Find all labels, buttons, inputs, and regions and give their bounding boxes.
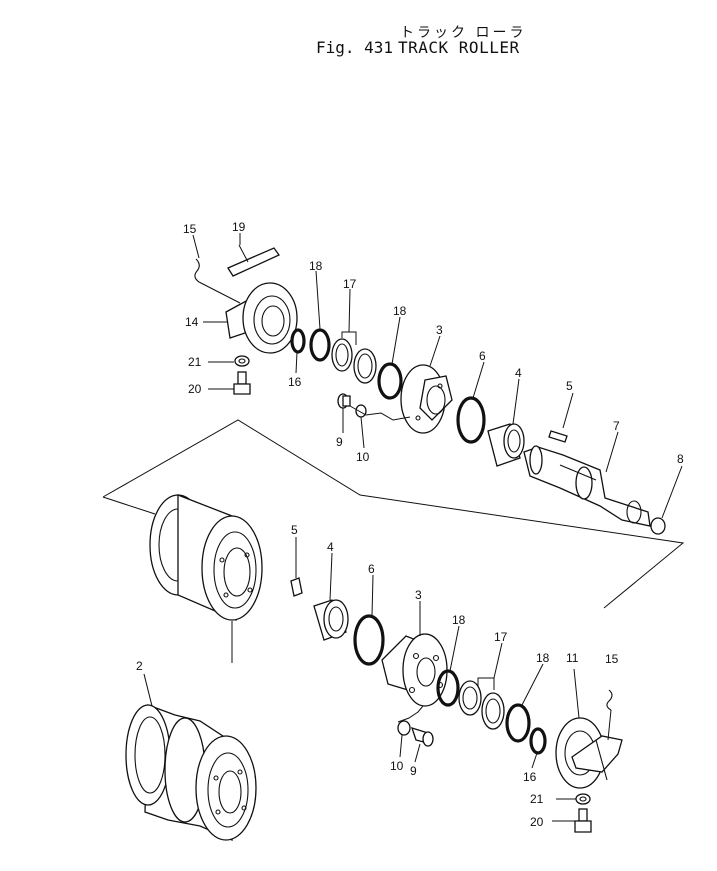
part-10-washer-lower: [397, 720, 411, 736]
leader-11: [573, 668, 580, 719]
leader-4-upper: [512, 378, 520, 425]
part-4-bushing-lower: [313, 599, 349, 641]
leader-3-upper: [429, 335, 441, 367]
callout-18-lower-b: 18: [536, 651, 550, 665]
part-14-collar-upper: [203, 282, 298, 354]
figure-title: TRACK ROLLER: [398, 38, 520, 57]
part-10-washer-upper: [355, 404, 367, 418]
callout-20-lower: 20: [530, 815, 544, 829]
part-11-collar-lower: [555, 717, 623, 789]
part-18-oring-lower-b: [505, 703, 531, 743]
part-8-plug: [650, 465, 683, 535]
part-5-pin-lower: [290, 577, 303, 597]
part-19-plate: [227, 244, 280, 277]
callout-3-upper: 3: [436, 323, 443, 337]
leader-18-a: [315, 270, 321, 330]
part-16-oring-upper: [290, 328, 306, 354]
part-7-shaft: [523, 431, 651, 527]
leader-9-10-lower: [397, 705, 424, 723]
callout-18-upper-a: 18: [309, 259, 323, 273]
callout-15-upper: 15: [183, 222, 197, 236]
part-5-pin-upper: [548, 392, 574, 443]
callout-21-lower: 21: [530, 792, 544, 806]
part-17-floating-seal-lower: [458, 677, 505, 730]
callout-6-upper: 6: [479, 349, 486, 363]
callout-4-lower: 4: [327, 540, 334, 554]
part-2-roller-assembly: [125, 673, 257, 841]
frame-edge-lower: [102, 496, 156, 515]
leader-10-lower: [399, 734, 403, 758]
callout-14: 14: [185, 315, 199, 329]
callout-5-lower: 5: [291, 523, 298, 537]
callout-8: 8: [677, 452, 684, 466]
callout-5-upper: 5: [566, 379, 573, 393]
callout-21-upper: 21: [188, 355, 202, 369]
callout-17-upper: 17: [343, 277, 357, 291]
part-3-collar-upper: [400, 364, 453, 434]
leader-10-upper: [360, 416, 365, 449]
leader-18-d: [521, 663, 544, 706]
leader-18-c: [449, 625, 460, 672]
callout-17-lower: 17: [494, 630, 508, 644]
part-9-plug-upper: [337, 393, 351, 409]
part-6-oring-lower: [353, 614, 385, 666]
callout-18-upper-b: 18: [393, 304, 407, 318]
callout-16-upper: 16: [288, 375, 302, 389]
part-6-oring-upper: [456, 396, 486, 444]
callout-4-upper: 4: [515, 366, 522, 380]
title-japanese: トラック ローラ: [400, 25, 527, 41]
callout-6-lower: 6: [368, 562, 375, 576]
leader-16-upper: [295, 351, 298, 374]
part-3-collar-lower: [381, 633, 448, 707]
leader-9-10-upper: [349, 405, 411, 421]
callout-11: 11: [566, 651, 579, 665]
part-21-washer-upper: [208, 355, 250, 367]
callout-16-lower: 16: [523, 770, 537, 784]
leader-17-upper: [348, 288, 351, 333]
part-20-bolt-lower: [552, 808, 592, 833]
part-15-pin-lower: [606, 689, 613, 741]
part-roller-shell: [149, 494, 263, 663]
part-4-bushing-upper: [487, 423, 525, 467]
part-18-oring-upper-b: [377, 362, 403, 400]
part-18-oring-upper-a: [309, 328, 331, 362]
part-20-bolt-upper: [208, 371, 251, 395]
figure-number: Fig. 431: [316, 38, 394, 57]
callout-18-lower-a: 18: [452, 613, 466, 627]
callout-15-lower: 15: [605, 652, 619, 666]
callout-9-upper: 9: [336, 435, 343, 449]
callout-20-upper: 20: [188, 382, 202, 396]
leader-9-lower: [414, 743, 421, 763]
part-18-oring-lower-a: [436, 669, 460, 707]
part-16-oring-lower: [529, 727, 547, 755]
leader-6-lower: [371, 574, 374, 617]
callout-19: 19: [232, 220, 246, 234]
callout-2: 2: [136, 659, 143, 673]
leader-4-lower: [329, 552, 333, 601]
callout-10-upper: 10: [356, 450, 370, 464]
callout-9-lower: 9: [410, 764, 417, 778]
assembly-boundary-frame: [102, 419, 685, 609]
part-15-pin-upper: [194, 258, 241, 304]
leader-15-upper: [192, 234, 200, 259]
leader-6-upper: [472, 361, 485, 399]
leader-17-lower: [493, 642, 503, 679]
part-21-washer-lower: [556, 793, 591, 805]
leader-16-lower: [531, 752, 538, 769]
callout-3-lower: 3: [415, 588, 422, 602]
callout-10-lower: 10: [390, 759, 404, 773]
part-17-floating-seal-upper: [331, 331, 377, 384]
leader-18-b: [391, 316, 401, 365]
callout-7: 7: [613, 419, 620, 433]
part-9-bolt-lower: [410, 727, 434, 747]
